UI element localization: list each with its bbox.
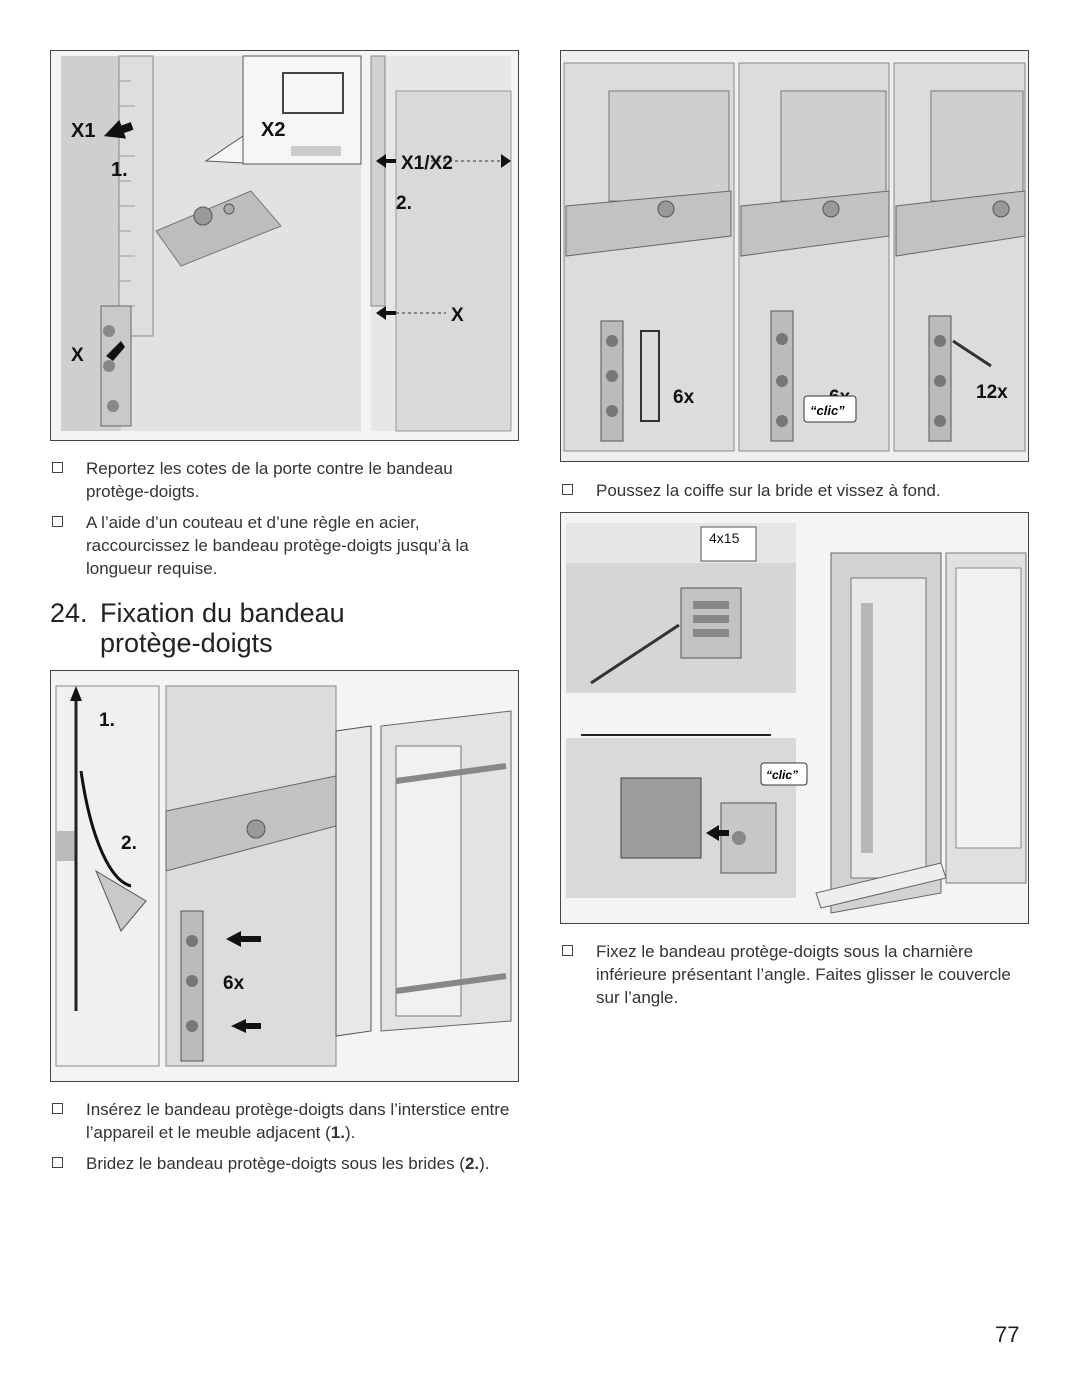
bullet-text: Reportez les cotes de la porte contre le… bbox=[86, 459, 453, 501]
fig1-label-x1: X1 bbox=[71, 120, 95, 142]
checkbox-icon bbox=[52, 516, 63, 527]
fig4-label-6x: 6x bbox=[223, 973, 245, 994]
fig1-label-x1x2: X1/X2 bbox=[401, 153, 453, 174]
fig1-label-step1: 1. bbox=[111, 159, 128, 181]
section-title-line2: protège-doigts bbox=[100, 628, 273, 658]
figure-measure-illustration: X1 X2 1. X1/X2 2. X X bbox=[51, 51, 518, 440]
section-heading: 24. Fixation du bandeau protège-doigts bbox=[50, 598, 345, 658]
step-ref: 2. bbox=[464, 1154, 480, 1173]
checkbox-icon bbox=[52, 1157, 63, 1168]
fig3-label-screw-size: 4x15 bbox=[709, 530, 740, 546]
fig4-label-step2: 2. bbox=[121, 833, 137, 854]
fig1-label-x-left: X bbox=[71, 345, 84, 366]
bullet-shorten: A l’aide d’un couteau et d’une règle en … bbox=[50, 511, 500, 580]
step-ref: 1. bbox=[330, 1123, 345, 1142]
bullet-text-end: ). bbox=[344, 1123, 356, 1142]
fig2-label-clic: “clic” bbox=[810, 403, 845, 418]
figure-insert-strip-illustration: 1. 2. 6x bbox=[51, 671, 518, 1081]
bullet-measure: Reportez les cotes de la porte contre le… bbox=[50, 457, 500, 503]
bottom-bullet-list: Insérez le bandeau protège-doigts dans l… bbox=[50, 1098, 510, 1183]
bullet-push-cover: Poussez la coiffe sur la bride et vissez… bbox=[560, 479, 1027, 502]
bullet-insert-strip: Insérez le bandeau protège-doigts dans l… bbox=[50, 1098, 510, 1144]
figure-hinge-screws: 6x 6x “clic” 12x bbox=[560, 50, 1029, 462]
page-number: 77 bbox=[995, 1322, 1020, 1347]
figure-cover-click: 4x15 “clic” bbox=[560, 512, 1029, 924]
checkbox-icon bbox=[52, 1103, 63, 1114]
fig1-label-x2: X2 bbox=[261, 119, 285, 141]
section-number: 24. bbox=[50, 598, 88, 628]
fig1-label-step2: 2. bbox=[396, 193, 412, 214]
left-top-bullet-list: Reportez les cotes de la porte contre le… bbox=[50, 457, 500, 588]
figure-hinge-screws-illustration: 6x 6x “clic” 12x bbox=[561, 51, 1028, 461]
right-bullet-list-1: Poussez la coiffe sur la bride et vissez… bbox=[560, 479, 1027, 510]
bullet-fix-strip: Fixez le bandeau protège-doigts sous la … bbox=[560, 940, 1020, 1009]
right-bullet-list-2: Fixez le bandeau protège-doigts sous la … bbox=[560, 940, 1020, 1017]
bullet-text: Bridez le bandeau protège-doigts sous le… bbox=[86, 1154, 465, 1173]
fig1-label-x-right: X bbox=[451, 305, 464, 326]
bullet-text-end: ). bbox=[479, 1154, 490, 1173]
checkbox-icon bbox=[562, 945, 573, 956]
figure-insert-strip: 1. 2. 6x bbox=[50, 670, 519, 1082]
checkbox-icon bbox=[562, 484, 573, 495]
bullet-text: Poussez la coiffe sur la bride et vissez… bbox=[596, 481, 941, 500]
fig4-label-step1: 1. bbox=[99, 710, 115, 731]
bullet-text: Fixez le bandeau protège-doigts sous la … bbox=[596, 942, 1011, 1007]
fig2-label-12x: 12x bbox=[976, 382, 1008, 403]
fig3-label-clic: “clic” bbox=[766, 768, 798, 782]
figure-measure-door: X1 X2 1. X1/X2 2. X X bbox=[50, 50, 519, 441]
bullet-text: A l’aide d’un couteau et d’une règle en … bbox=[86, 513, 469, 578]
section-title-line1: Fixation du bandeau bbox=[100, 598, 345, 628]
figure-cover-click-illustration: 4x15 “clic” bbox=[561, 513, 1028, 923]
bullet-text: Insérez le bandeau protège-doigts dans l… bbox=[86, 1100, 510, 1142]
fig2-label-6x-first: 6x bbox=[673, 387, 695, 408]
bullet-clamp-strip: Bridez le bandeau protège-doigts sous le… bbox=[50, 1152, 510, 1175]
checkbox-icon bbox=[52, 462, 63, 473]
